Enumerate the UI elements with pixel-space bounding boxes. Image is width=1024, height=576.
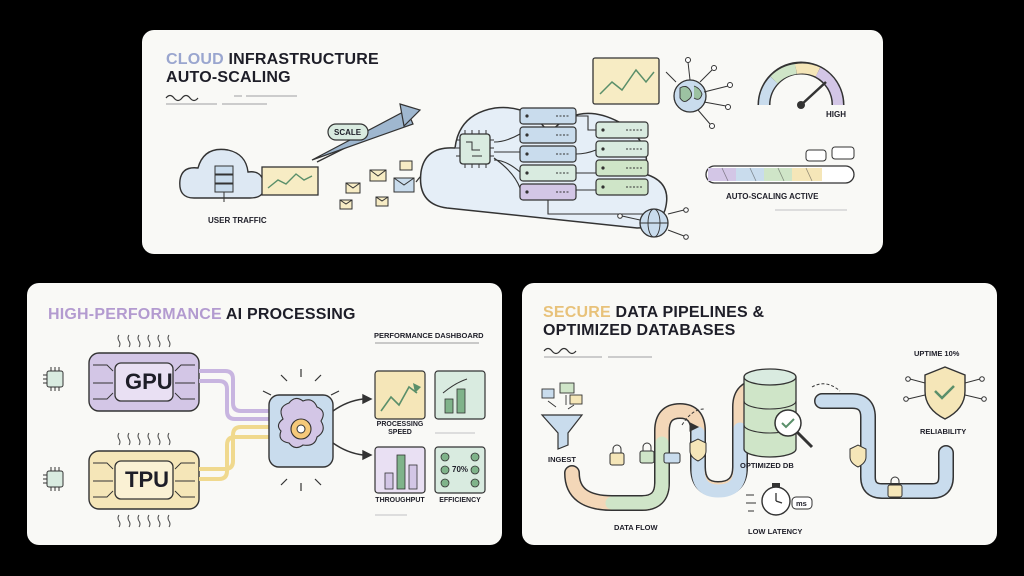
traffic-chart-icon [261, 166, 319, 196]
brain-processor-icon [262, 369, 340, 491]
server-stack-icon [519, 107, 577, 201]
data-panel-title: SECURE DATA PIPELINES & [543, 304, 765, 321]
processing-speed-card [374, 370, 426, 420]
ingest-funnel-icon [540, 382, 584, 450]
reliability-shield-icon [903, 366, 987, 420]
data-panel-title-line2: OPTIMIZED DATABASES [543, 322, 736, 339]
ingest-label: INGEST [548, 455, 576, 464]
throughput-label: THROUGHPUT [375, 497, 425, 504]
data-illustration [540, 347, 987, 516]
pipe-locks-icon [609, 422, 707, 466]
monitor-chart-icon [592, 57, 660, 105]
throughput-card [374, 446, 426, 494]
right-pipe-locks [849, 444, 903, 498]
cloud-illustration [165, 57, 855, 240]
small-chip-icon-top [43, 367, 64, 391]
gpu-label: GPU [125, 369, 173, 394]
optimized-database-icon [743, 368, 814, 458]
ai-panel-title: HIGH-PERFORMANCE AI PROCESSING [48, 306, 356, 323]
ms-label: ms [796, 499, 807, 508]
data-pipelines-panel: SECURE DATA PIPELINES & OPTIMIZED DATABA… [522, 283, 997, 545]
low-latency-stopwatch-icon [746, 483, 813, 516]
reliability-label: RELIABILITY [920, 427, 967, 436]
tpu-label: TPU [125, 467, 169, 492]
scale-label: SCALE [334, 128, 362, 137]
efficiency-card [434, 446, 486, 494]
efficiency-value: 70% [452, 465, 469, 474]
low-latency-label: LOW LATENCY [748, 527, 803, 536]
user-traffic-label: USER TRAFFIC [208, 216, 267, 225]
scale-badge [327, 123, 369, 141]
globe-network-icon [665, 57, 733, 129]
user-traffic-cloud-icon [179, 148, 265, 202]
bottom-globe-icon [617, 207, 689, 240]
tpu-chip-icon [88, 450, 200, 510]
cloud-panel-title: CLOUD INFRASTRUCTURE [166, 51, 379, 68]
efficiency-label: EFFICIENCY [439, 497, 481, 504]
gauge-icon [757, 61, 845, 109]
data-flow-label: DATA FLOW [614, 523, 658, 532]
autoscaling-active-label: AUTO-SCALING ACTIVE [726, 192, 819, 201]
data-flow-pipes [564, 379, 794, 511]
dashboard-title: PERFORMANCE DASHBOARD [374, 331, 484, 340]
processor-chip-icon [456, 130, 494, 168]
high-label: HIGH [826, 110, 846, 119]
ai-illustration [43, 334, 486, 528]
server-column-icon [595, 121, 649, 196]
cloud-panel-title-line2: AUTO-SCALING [166, 69, 291, 86]
uptime-label: UPTIME 10% [914, 349, 960, 358]
processing-speed-label: PROCESSING SPEED [376, 421, 424, 436]
cloud-autoscaling-panel: CLOUD INFRASTRUCTURE AUTO-SCALING [142, 30, 883, 254]
autoscaling-progress-bar [705, 146, 855, 211]
envelope-icons [339, 160, 415, 210]
gpu-chip-icon [88, 352, 200, 412]
ai-processing-panel: HIGH-PERFORMANCE AI PROCESSING [27, 283, 502, 545]
small-chip-icon-bottom [43, 467, 64, 491]
processing-chart-card [434, 370, 486, 434]
optimized-db-label: OPTIMIZED DB [740, 461, 794, 470]
